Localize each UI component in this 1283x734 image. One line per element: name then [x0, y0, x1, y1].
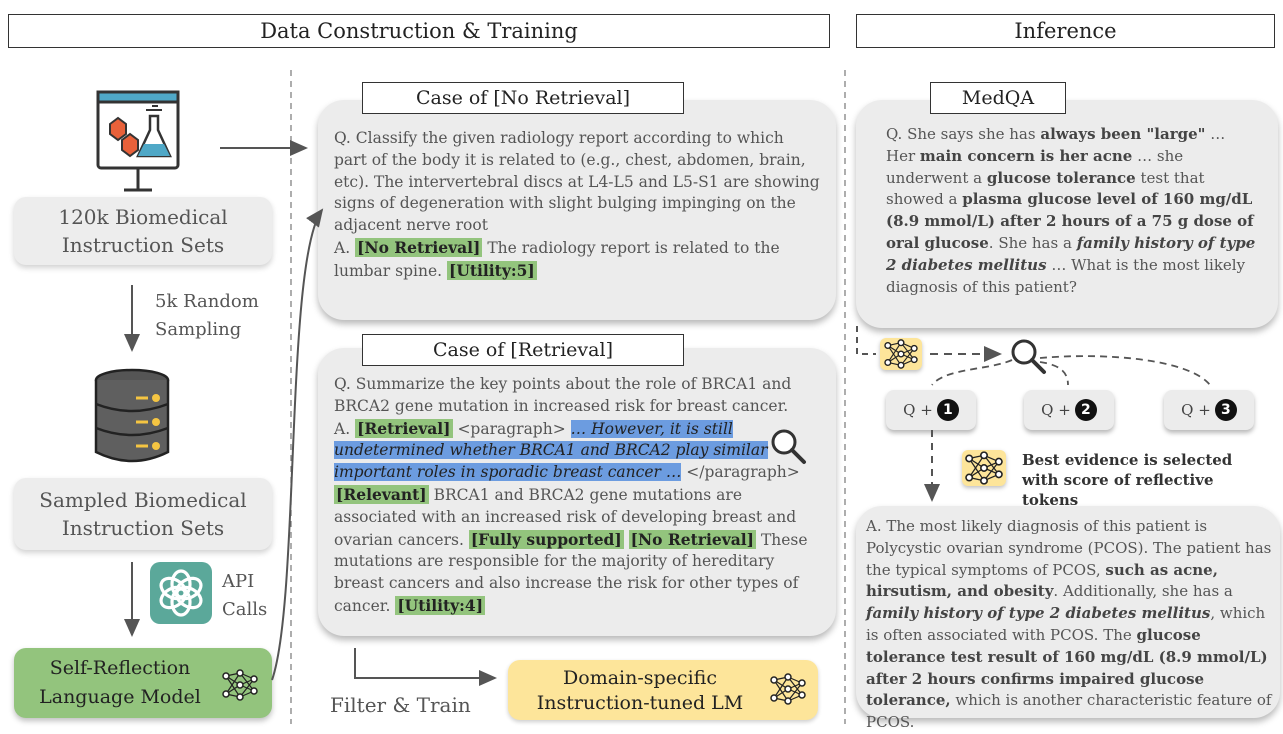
- database-icon: [90, 366, 174, 466]
- neural-network-icon-evidence: [962, 450, 1006, 486]
- answer-bi2: family history of type 2 diabetes mellit…: [866, 604, 1211, 623]
- medqa-bi5: family history of type 2 diabetes mellit…: [886, 233, 1256, 274]
- case-retrieval-title: Case of [Retrieval]: [362, 334, 684, 366]
- tag-relevant: [Relevant]: [334, 484, 429, 504]
- data-construction-header: Data Construction & Training: [8, 14, 830, 48]
- arrow-search-q3: [1039, 355, 1211, 386]
- medqa-q6: … What is the most likely diagnosis of t…: [886, 255, 1246, 296]
- answer-b1: such as acne, hirsutism, and obesity: [866, 560, 1218, 601]
- tag-fully-supported: [Fully supported]: [468, 529, 624, 549]
- self-reflection-lm-label: Self-Reflection Language Model: [39, 657, 201, 708]
- sampling-label: 5k Random Sampling: [155, 291, 259, 340]
- medqa-q5: . She has a: [988, 233, 1072, 252]
- domain-specific-lm-box: Domain-specific Instruction-tuned LM: [508, 660, 818, 720]
- case-retrieval-bubble: Q. Summarize the key points about the ro…: [318, 348, 836, 636]
- arrow-lm-to-cases: [271, 208, 324, 681]
- query-number-3: 3: [1214, 399, 1237, 421]
- medqa-title: MedQA: [930, 82, 1066, 114]
- answer-a2: . Additionally, she has a: [1053, 582, 1233, 601]
- tag-utility-5: [Utility:5]: [447, 260, 537, 280]
- query-box-2: Q + 2: [1024, 390, 1114, 430]
- case2-question: Q. Summarize the key points about the ro…: [334, 375, 792, 415]
- query-number-2: 2: [1074, 399, 1097, 421]
- tag-no-retrieval: [No Retrieval]: [355, 237, 483, 257]
- inference-header: Inference: [856, 14, 1275, 48]
- medqa-q3: … she underwent a: [886, 146, 1184, 187]
- biomedical-sets-label: 120k Biomedical Instruction Sets: [58, 205, 228, 257]
- tag-utility-4: [Utility:4]: [395, 595, 486, 615]
- query-number-1: 1: [936, 399, 959, 421]
- arrow-filter-train: [354, 648, 497, 686]
- magnifier-icon: [768, 426, 808, 466]
- query-label-1: Q +: [903, 401, 933, 419]
- case2-answer-prefix: A.: [334, 419, 351, 438]
- case2-text2: These mutations are responsible for the …: [334, 530, 808, 615]
- neural-network-icon: [220, 668, 260, 702]
- medqa-b2: main concern is her acne: [919, 146, 1133, 165]
- medqa-b1: always been "large": [1040, 125, 1206, 143]
- query-label-3: Q +: [1181, 401, 1211, 419]
- sampled-instruction-sets-box: Sampled Biomedical Instruction Sets: [14, 478, 272, 550]
- answer-a3: , which is often associated with PCOS. T…: [866, 604, 1266, 644]
- medqa-b3: glucose tolerance: [986, 168, 1136, 187]
- lab-flask-icon: [92, 86, 184, 194]
- medqa-bubble: Q. She says she has always been "large" …: [856, 100, 1278, 328]
- neural-network-icon-domain: [768, 672, 808, 706]
- arrow-search-q2: [1039, 361, 1069, 386]
- paragraph-open: <paragraph>: [457, 419, 566, 438]
- best-evidence-label: Best evidence is selected with score of …: [1022, 451, 1233, 509]
- arrow-search-q1: [931, 359, 1013, 386]
- openai-logo-icon: [150, 562, 212, 624]
- case-no-retrieval-bubble: Q. Classify the given radiology report a…: [318, 100, 836, 320]
- case1-question: Q. Classify the given radiology report a…: [334, 129, 820, 235]
- medqa-b4: plasma glucose level of 160 mg/dL (8.9 m…: [886, 190, 1254, 252]
- tag-retrieval: [Retrieval]: [355, 418, 453, 438]
- query-box-3: Q + 3: [1164, 390, 1254, 430]
- case-no-retrieval-title: Case of [No Retrieval]: [362, 82, 684, 114]
- filter-train-label: Filter & Train: [330, 693, 471, 717]
- answer-a1: A. The most likely diagnosis of this pat…: [866, 517, 1272, 579]
- neural-network-icon-inference: [880, 338, 922, 370]
- domain-lm-label: Domain-specific Instruction-tuned LM: [536, 667, 744, 714]
- case1-answer-prefix: A.: [334, 238, 351, 257]
- case2-text1: BRCA1 and BRCA2 gene mutations are assoc…: [334, 485, 797, 549]
- self-reflection-lm-box: Self-Reflection Language Model: [14, 648, 272, 718]
- query-box-1: Q + 1: [886, 390, 976, 430]
- biomedical-instruction-sets-box: 120k Biomedical Instruction Sets: [14, 197, 272, 265]
- medqa-q4: test that showed a: [886, 168, 1205, 209]
- answer-b3: glucose tolerance test result of 160 mg/…: [866, 625, 1268, 710]
- case1-answer: The radiology report is related to the l…: [334, 238, 780, 280]
- api-calls-label: API Calls: [222, 571, 268, 620]
- sampled-sets-label: Sampled Biomedical Instruction Sets: [39, 488, 247, 540]
- paragraph-close: </paragraph>: [686, 463, 800, 482]
- medqa-q2: … Her: [886, 125, 1226, 165]
- tag-no-retrieval-2: [No Retrieval]: [628, 529, 756, 549]
- arrow-medqa-to-search: [856, 326, 876, 355]
- query-label-2: Q +: [1041, 401, 1071, 419]
- medqa-q1: Q. She says she has: [886, 125, 1036, 143]
- search-magnifier-icon: [1008, 336, 1048, 376]
- answer-bubble: A. The most likely diagnosis of this pat…: [856, 506, 1280, 731]
